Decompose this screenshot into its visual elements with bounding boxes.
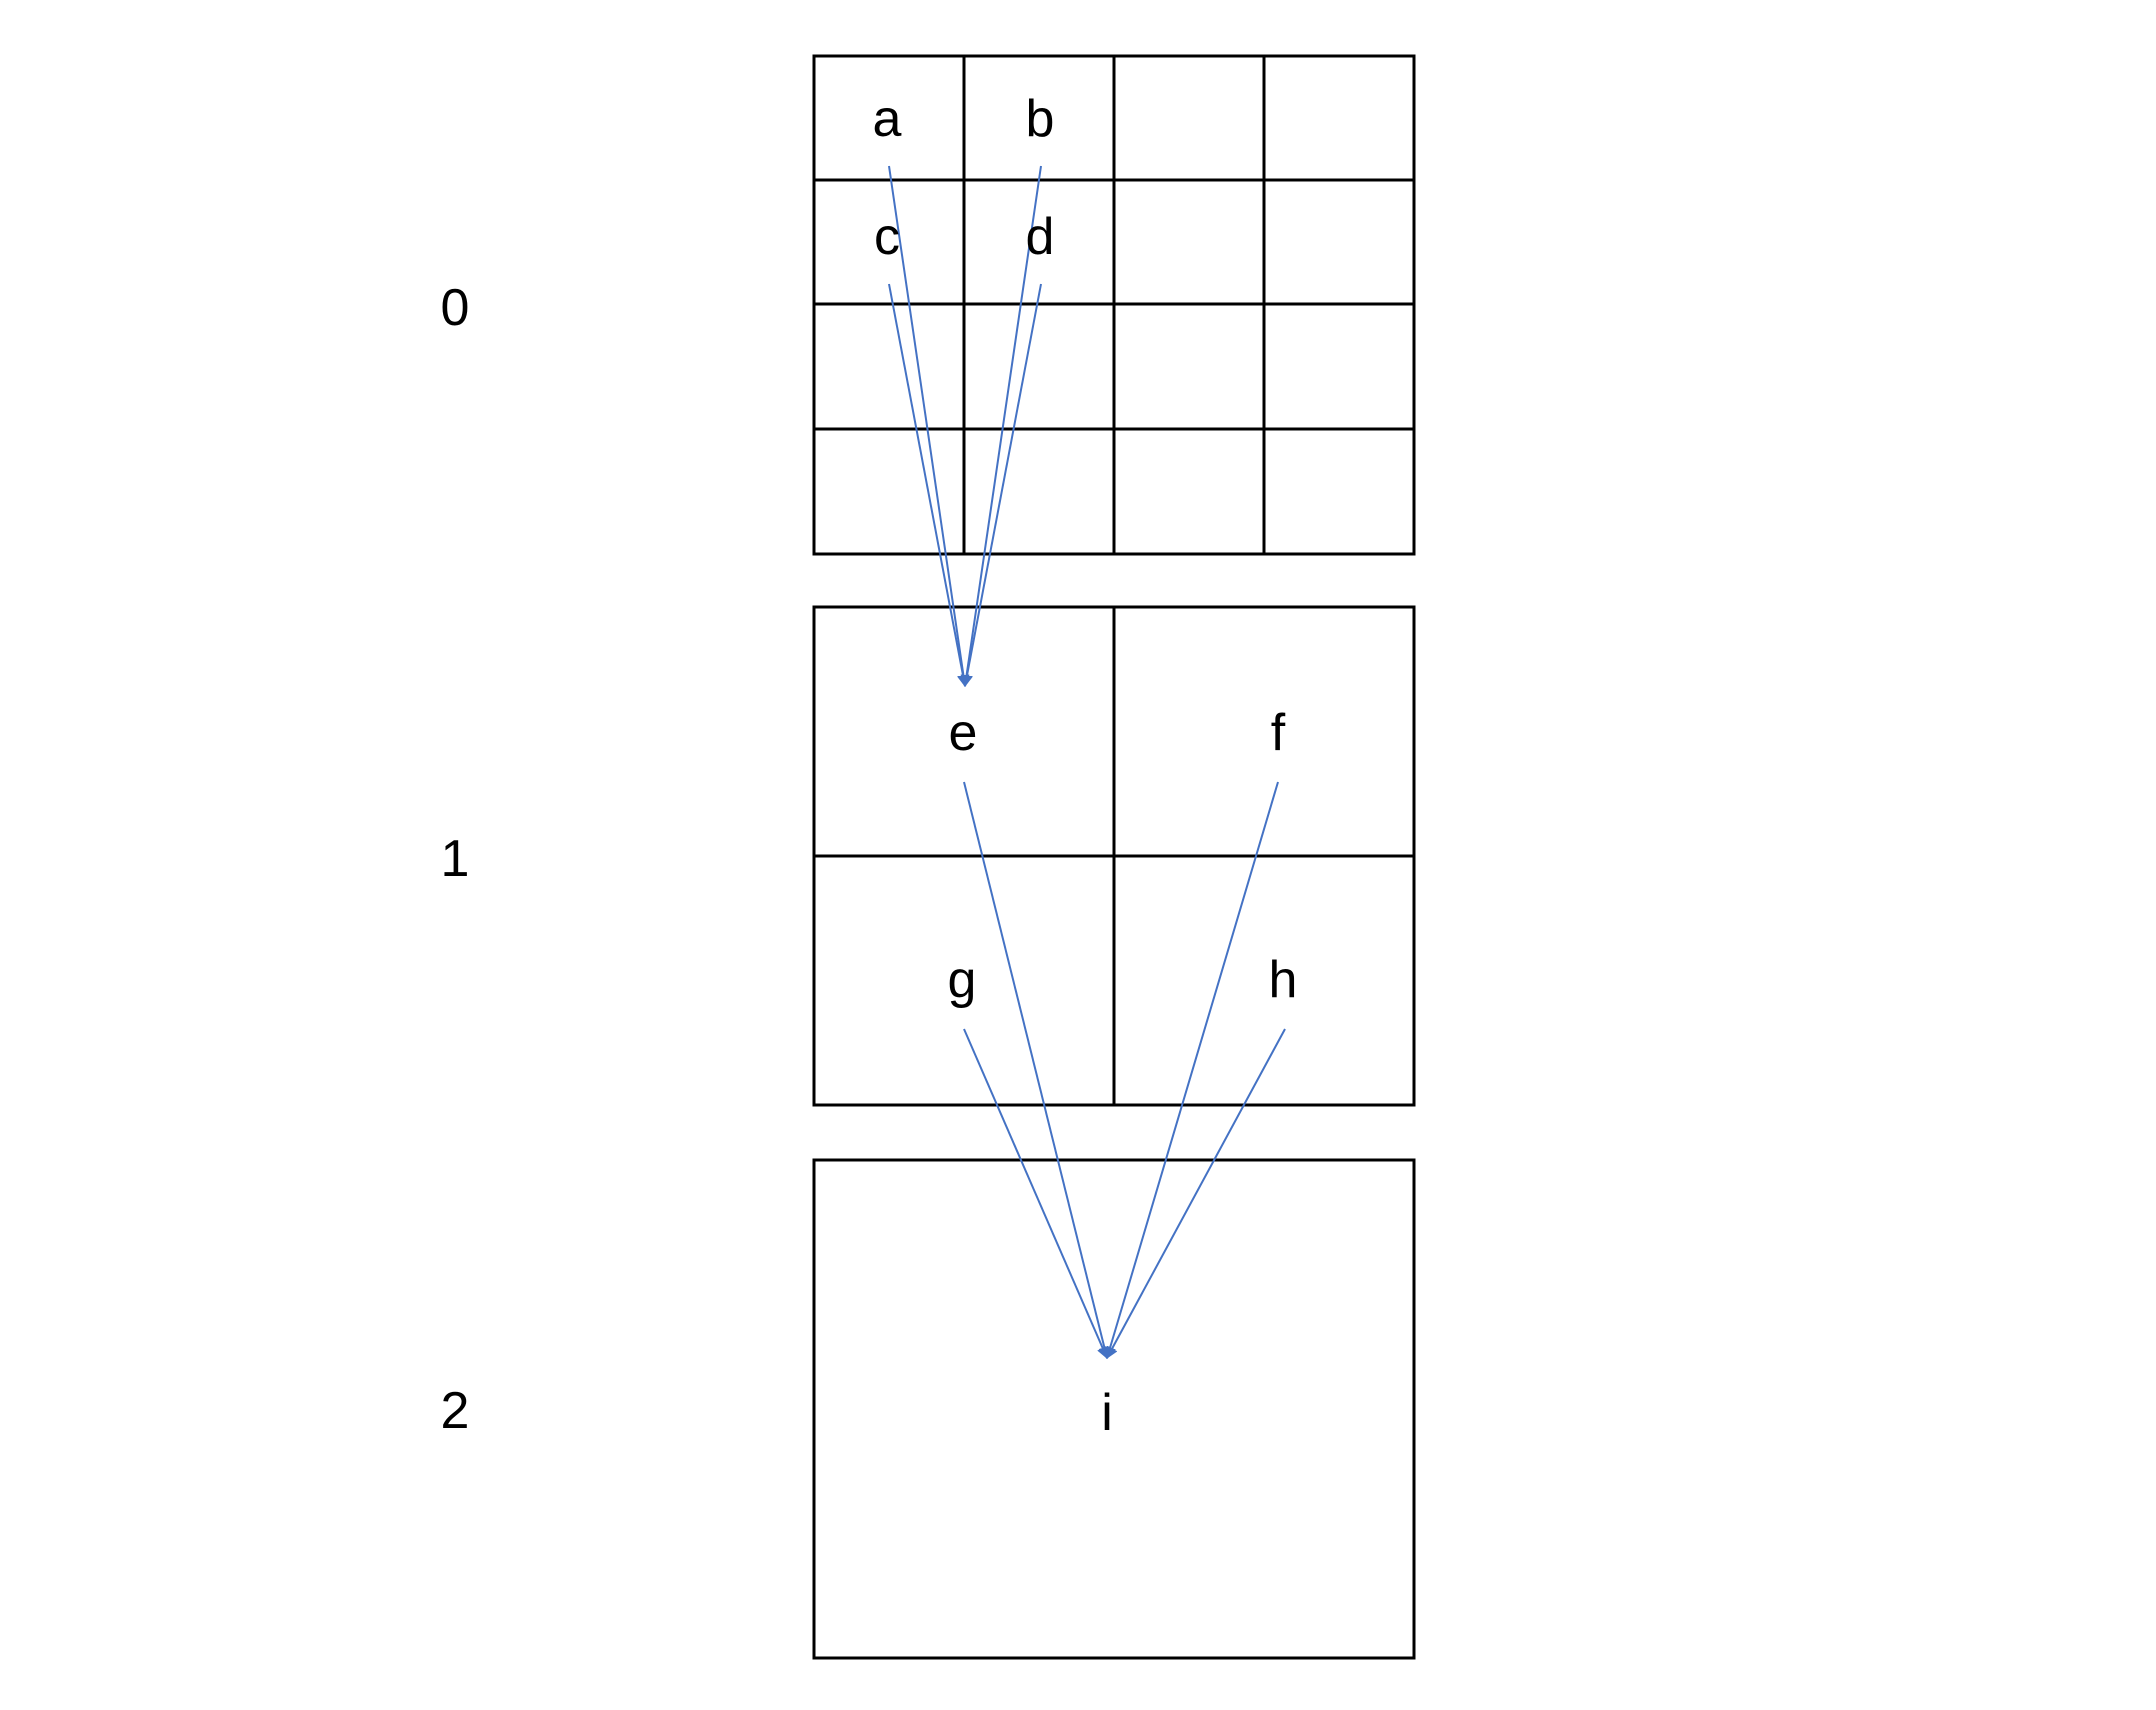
level-label-0: 0 <box>441 279 470 337</box>
level-2-border <box>812 1158 1416 1660</box>
level-0-grid <box>812 54 1416 556</box>
level-1-grid <box>812 605 1416 1107</box>
cell-label-g: g <box>948 951 977 1009</box>
level-2-grid <box>812 1158 1416 1660</box>
edge-f-to-i <box>1104 781 1279 1360</box>
edge-e-to-i <box>963 781 1111 1360</box>
edge-a-to-e <box>888 165 970 688</box>
cell-label-a: a <box>873 90 902 148</box>
edge-d-to-e <box>961 283 1042 688</box>
level-label-2: 2 <box>441 1382 470 1440</box>
edge-h-to-i <box>1106 1028 1286 1360</box>
cell-label-e: e <box>949 704 978 762</box>
edges <box>888 165 1286 1360</box>
cell-label-d: d <box>1026 208 1055 266</box>
cell-label-i: i <box>1101 1384 1113 1442</box>
level-label-1: 1 <box>441 830 470 888</box>
edge-b-to-e <box>960 165 1042 688</box>
cell-label-f: f <box>1271 704 1286 762</box>
cell-label-b: b <box>1026 90 1055 148</box>
cell-labels: a b c d e f g h i <box>873 90 1298 1442</box>
cell-label-h: h <box>1269 951 1298 1009</box>
edge-g-to-i <box>963 1028 1109 1360</box>
edge-c-to-e <box>888 283 969 688</box>
cell-label-c: c <box>874 208 900 266</box>
